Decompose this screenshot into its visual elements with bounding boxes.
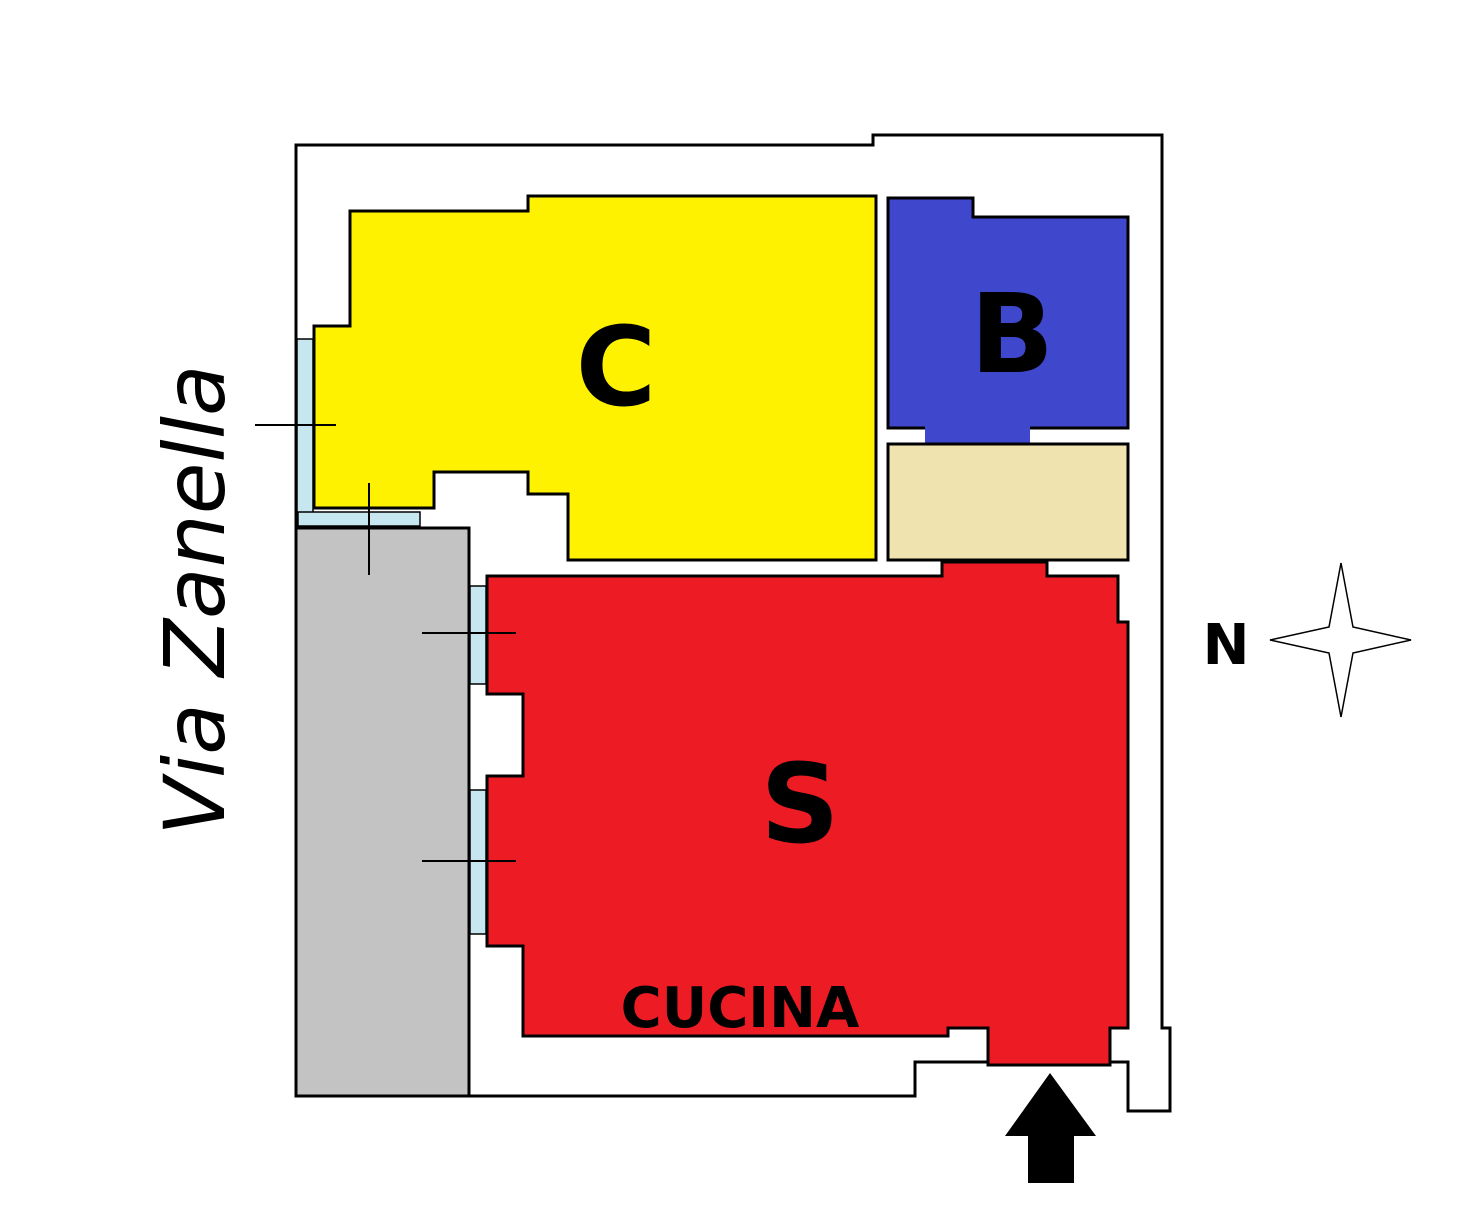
- balcony: [294, 526, 471, 1098]
- bedroom-room: [312, 194, 878, 562]
- window-bedroom-bottom: [297, 511, 421, 527]
- bathroom-room: [886, 196, 1130, 430]
- living-label: S: [760, 740, 839, 868]
- hallway-room: [886, 442, 1130, 562]
- compass-north-label: N: [1203, 613, 1250, 678]
- bedroom-label: C: [576, 303, 657, 431]
- entrance-arrow-icon: [1005, 1073, 1096, 1183]
- compass-star-icon: [1269, 562, 1412, 718]
- window-bedroom-side: [296, 338, 314, 518]
- window-living-1: [469, 585, 487, 685]
- bathroom-label: B: [970, 270, 1054, 398]
- living-room: [485, 560, 1130, 1067]
- bathroom-doorway: [925, 424, 1030, 446]
- kitchen-label: CUCINA: [621, 976, 860, 1041]
- street-label: Via Zanella: [146, 364, 244, 835]
